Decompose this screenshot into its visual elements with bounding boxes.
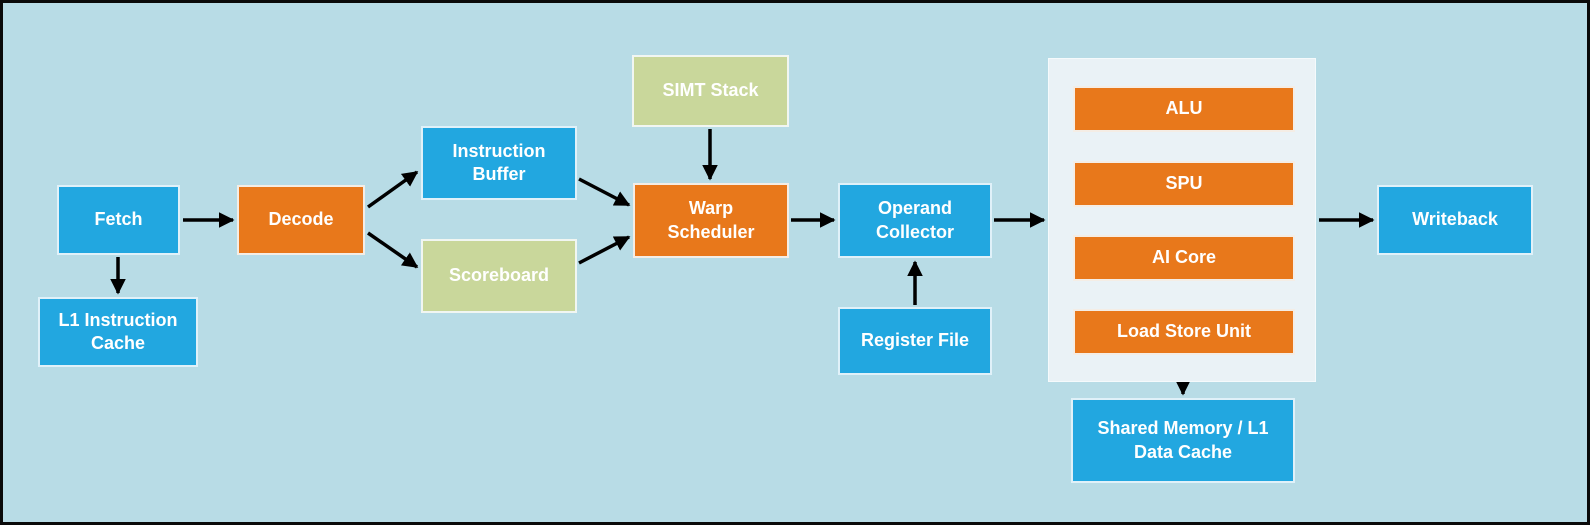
arrow-decode-to-scoreboard	[367, 231, 419, 269]
node-fetch: Fetch	[57, 185, 180, 255]
node-instruction-buffer: Instruction Buffer	[421, 126, 577, 200]
node-ai-core: AI Core	[1073, 235, 1295, 281]
node-alu: ALU	[1073, 86, 1295, 132]
arrows-layer	[110, 129, 1375, 396]
execution-units-group: ALU SPU AI Core Load Store Unit	[1048, 58, 1316, 382]
node-spu: SPU	[1073, 161, 1295, 207]
node-register-file: Register File	[838, 307, 992, 375]
node-scoreboard: Scoreboard	[421, 239, 577, 313]
node-operand-collector: Operand Collector	[838, 183, 992, 258]
node-writeback: Writeback	[1377, 185, 1533, 255]
node-load-store-unit: Load Store Unit	[1073, 309, 1295, 355]
node-warp-scheduler: Warp Scheduler	[633, 183, 789, 258]
arrow-scoreboard-to-warp-scheduler	[578, 235, 631, 265]
node-simt-stack: SIMT Stack	[632, 55, 789, 127]
node-decode: Decode	[237, 185, 365, 255]
node-shared-memory-l1-data-cache: Shared Memory / L1 Data Cache	[1071, 398, 1295, 483]
arrow-instruction-buffer-to-warp-scheduler	[578, 177, 631, 207]
node-l1-instruction-cache: L1 Instruction Cache	[38, 297, 198, 367]
arrow-decode-to-instruction-buffer	[366, 170, 419, 209]
